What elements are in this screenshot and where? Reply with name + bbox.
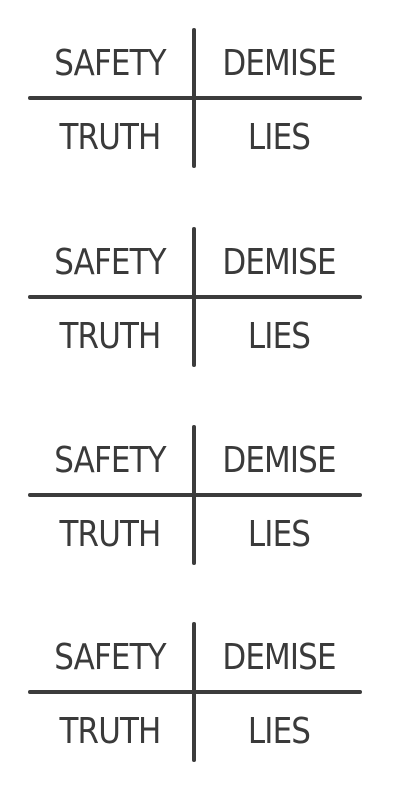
cell-bottom-left: TRUTH <box>59 316 162 357</box>
cell-bottom-left: TRUTH <box>59 711 162 752</box>
cell-bottom-left: TRUTH <box>59 514 162 555</box>
horizontal-divider <box>28 96 362 100</box>
cell-top-left: SAFETY <box>54 43 166 84</box>
cell-bottom-right: LIES <box>247 711 311 752</box>
horizontal-divider <box>28 295 362 299</box>
cell-top-left: SAFETY <box>54 242 166 283</box>
cell-bottom-right: LIES <box>247 117 311 158</box>
cell-bottom-right: LIES <box>247 316 311 357</box>
cell-bottom-left: TRUTH <box>59 117 162 158</box>
cell-top-right: DEMISE <box>222 440 336 481</box>
grid-panel-2: SAFETY DEMISE TRUTH LIES <box>28 227 362 367</box>
cell-top-right: DEMISE <box>222 242 336 283</box>
cell-top-right: DEMISE <box>222 637 336 678</box>
cell-top-left: SAFETY <box>54 637 166 678</box>
cell-top-left: SAFETY <box>54 440 166 481</box>
grid-panel-3: SAFETY DEMISE TRUTH LIES <box>28 425 362 565</box>
grid-panel-1: SAFETY DEMISE TRUTH LIES <box>28 28 362 168</box>
horizontal-divider <box>28 690 362 694</box>
cell-top-right: DEMISE <box>222 43 336 84</box>
grid-panel-4: SAFETY DEMISE TRUTH LIES <box>28 622 362 762</box>
horizontal-divider <box>28 493 362 497</box>
cell-bottom-right: LIES <box>247 514 311 555</box>
